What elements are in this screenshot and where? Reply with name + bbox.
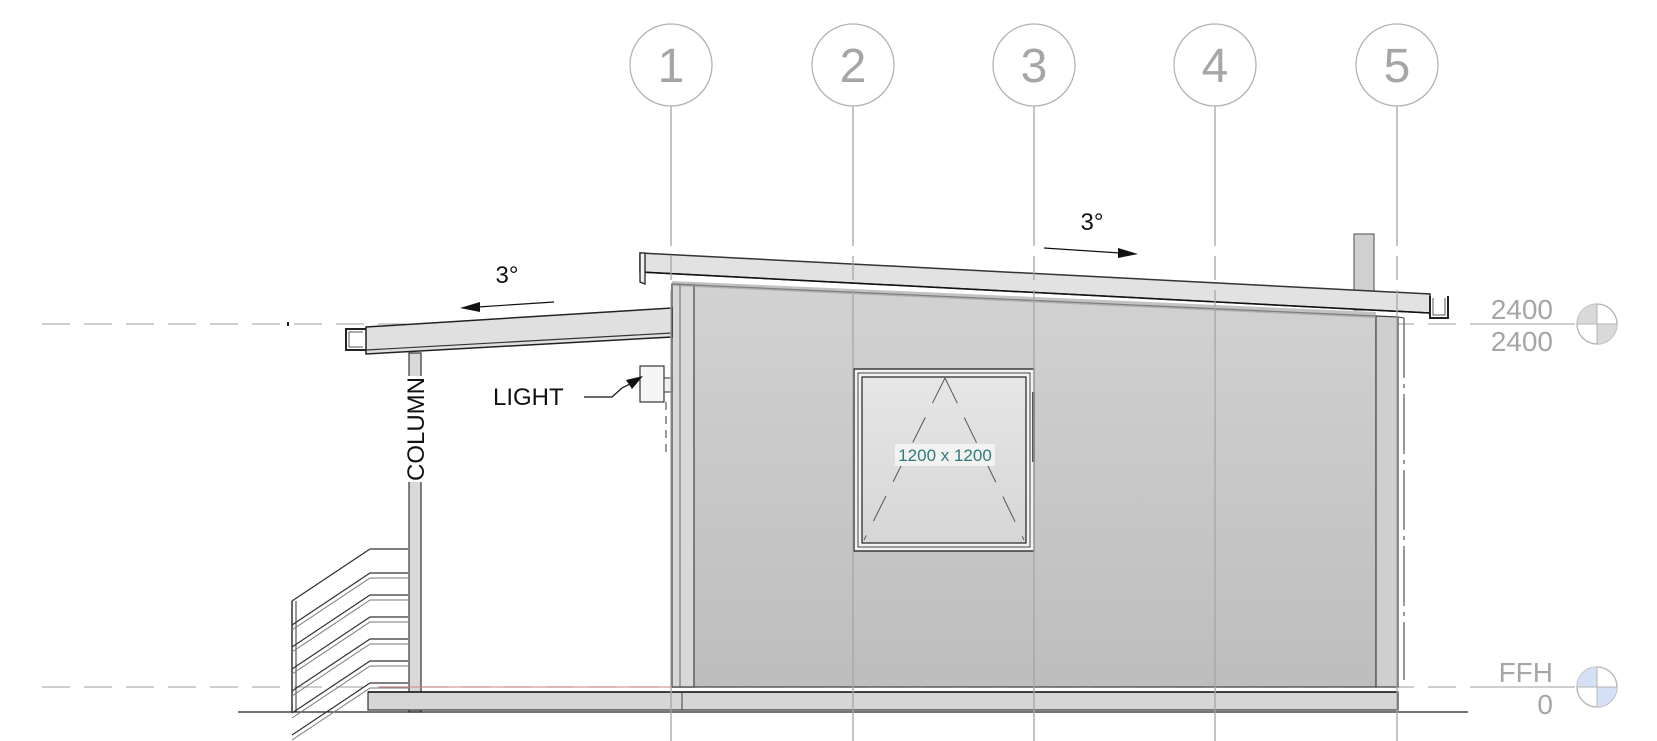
grid-bubble-5: 5 bbox=[1355, 23, 1439, 107]
grid-bubble-1: 1 bbox=[629, 23, 713, 107]
stair-rail-edge bbox=[291, 621, 408, 675]
stair-rail bbox=[291, 594, 408, 648]
level-head-floor: FFH 0 bbox=[1470, 657, 1618, 720]
porch-slope-annotation: 3° bbox=[460, 262, 555, 312]
stair-rail-edge bbox=[291, 687, 408, 741]
main-roof bbox=[639, 252, 1431, 318]
stair-rail bbox=[291, 660, 408, 714]
stair-rail-edge bbox=[291, 599, 408, 653]
main-slope-annotation: 3° bbox=[1043, 209, 1138, 258]
grid-label-3: 3 bbox=[1021, 40, 1048, 93]
main-slope-label: 3° bbox=[1081, 209, 1104, 236]
stair-rail-edge bbox=[291, 665, 408, 719]
deck bbox=[367, 686, 1399, 711]
column-label: COLUMN bbox=[403, 377, 430, 481]
grid-label-4: 4 bbox=[1202, 40, 1229, 93]
stair-rail-edge bbox=[291, 643, 408, 697]
level-target-icon bbox=[1576, 303, 1618, 345]
arrow-left-icon bbox=[460, 302, 480, 312]
window-tag-text: 1200 x 1200 bbox=[898, 446, 992, 465]
roof-level-value-lower: 2400 bbox=[1491, 326, 1553, 357]
grid-label-1: 1 bbox=[658, 40, 685, 93]
gutter-right bbox=[1429, 296, 1449, 319]
floor-level-name: FFH bbox=[1499, 657, 1553, 688]
grid-bubble-2: 2 bbox=[811, 23, 895, 107]
light-label: LIGHT bbox=[493, 384, 564, 411]
arrow-right-icon bbox=[1118, 248, 1138, 258]
gutter-left bbox=[345, 328, 366, 351]
window-tag: 1200 x 1200 bbox=[895, 444, 995, 466]
main-wall bbox=[671, 283, 1405, 688]
stair-balustrade bbox=[291, 548, 408, 741]
stair-rail bbox=[291, 572, 408, 626]
light-annotation: LIGHT bbox=[493, 376, 643, 411]
floor-level-value: 0 bbox=[1537, 689, 1553, 720]
stair-rail bbox=[291, 616, 408, 670]
porch-roof bbox=[365, 307, 673, 355]
grid-label-2: 2 bbox=[840, 40, 867, 93]
level-target-icon bbox=[1576, 666, 1618, 708]
column-annotation: COLUMN bbox=[403, 376, 430, 482]
stair-rail bbox=[291, 638, 408, 692]
leader-arrow-icon bbox=[626, 376, 643, 389]
porch-slope-label: 3° bbox=[496, 262, 519, 289]
window bbox=[853, 368, 1035, 552]
roof-level-value-upper: 2400 bbox=[1491, 294, 1553, 325]
grid-bubble-3: 3 bbox=[992, 23, 1076, 107]
stair-rail bbox=[291, 682, 408, 736]
stair-rail-edge bbox=[291, 577, 408, 631]
grid-bubble-4: 4 bbox=[1173, 23, 1257, 107]
grid-label-5: 5 bbox=[1384, 40, 1411, 93]
level-head-roof: 2400 2400 bbox=[1470, 294, 1618, 357]
wall-light bbox=[639, 365, 673, 455]
